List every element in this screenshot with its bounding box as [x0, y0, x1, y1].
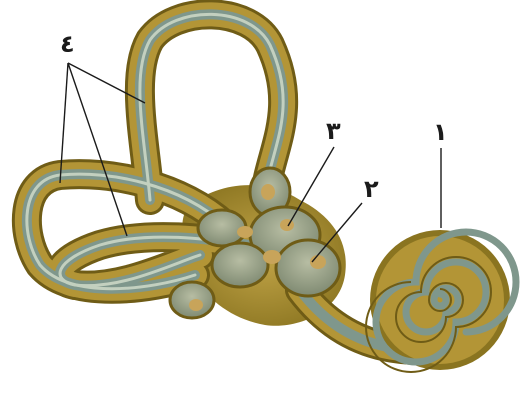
cochlea: [366, 230, 516, 372]
vestibule-center: [212, 243, 268, 287]
label-2: ٢: [364, 175, 379, 203]
label-1: ١: [433, 118, 448, 146]
ampulla-lower: [170, 282, 214, 318]
saccule: [276, 240, 340, 296]
label-4: ٤: [60, 30, 75, 58]
label-3: ٣: [326, 117, 341, 145]
ampulla-left: [198, 210, 246, 246]
